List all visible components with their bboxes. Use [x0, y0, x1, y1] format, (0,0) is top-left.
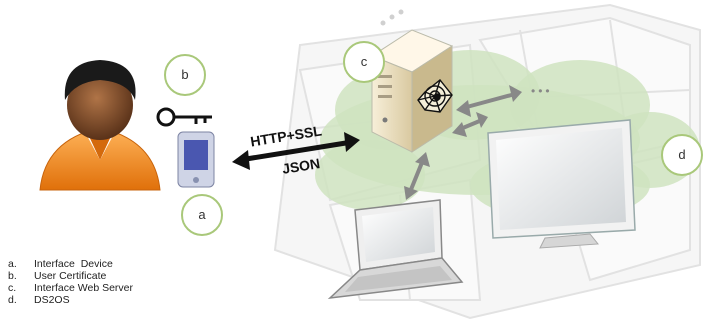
callout-ring-a	[181, 194, 223, 236]
server-laptop-arrow	[404, 152, 430, 200]
legend-key: d.	[8, 294, 17, 306]
legend-label: Interface Web Server	[34, 282, 134, 294]
key-icon	[156, 107, 212, 127]
pda-icon	[177, 131, 215, 188]
callout-ring-d	[661, 134, 703, 176]
callout-ring-b	[164, 54, 206, 96]
legend-label: User Certificate	[34, 270, 107, 282]
legend-key: b.	[8, 270, 17, 282]
https-json-arrow	[232, 132, 360, 170]
server-monitor-arrow	[452, 112, 488, 137]
callout-a: a	[198, 207, 206, 222]
user-avatar	[39, 60, 161, 191]
legend-key: a.	[8, 258, 17, 270]
callout-rings	[164, 41, 703, 236]
legend-label: DS2OS	[34, 294, 70, 306]
spider-web-icon	[417, 79, 453, 113]
more-devices-ellipsis: •••	[531, 84, 553, 98]
legend-item: d. DS2OS	[8, 294, 133, 306]
laptop-icon	[327, 199, 464, 300]
callout-c: c	[360, 54, 368, 69]
callout-ring-c	[343, 41, 385, 83]
monitor-icon	[487, 119, 636, 249]
server-network-arrow	[456, 85, 522, 117]
callout-b: b	[181, 67, 189, 82]
legend: a. Interface Device b. User Certificate …	[8, 258, 133, 306]
legend-item: c. Interface Web Server	[8, 282, 133, 294]
legend-key: c.	[8, 282, 17, 294]
legend-item: a. Interface Device	[8, 258, 133, 270]
callout-d: d	[678, 147, 686, 162]
legend-label: Interface Device	[34, 258, 113, 270]
decorative-dots	[380, 9, 404, 26]
legend-item: b. User Certificate	[8, 270, 133, 282]
